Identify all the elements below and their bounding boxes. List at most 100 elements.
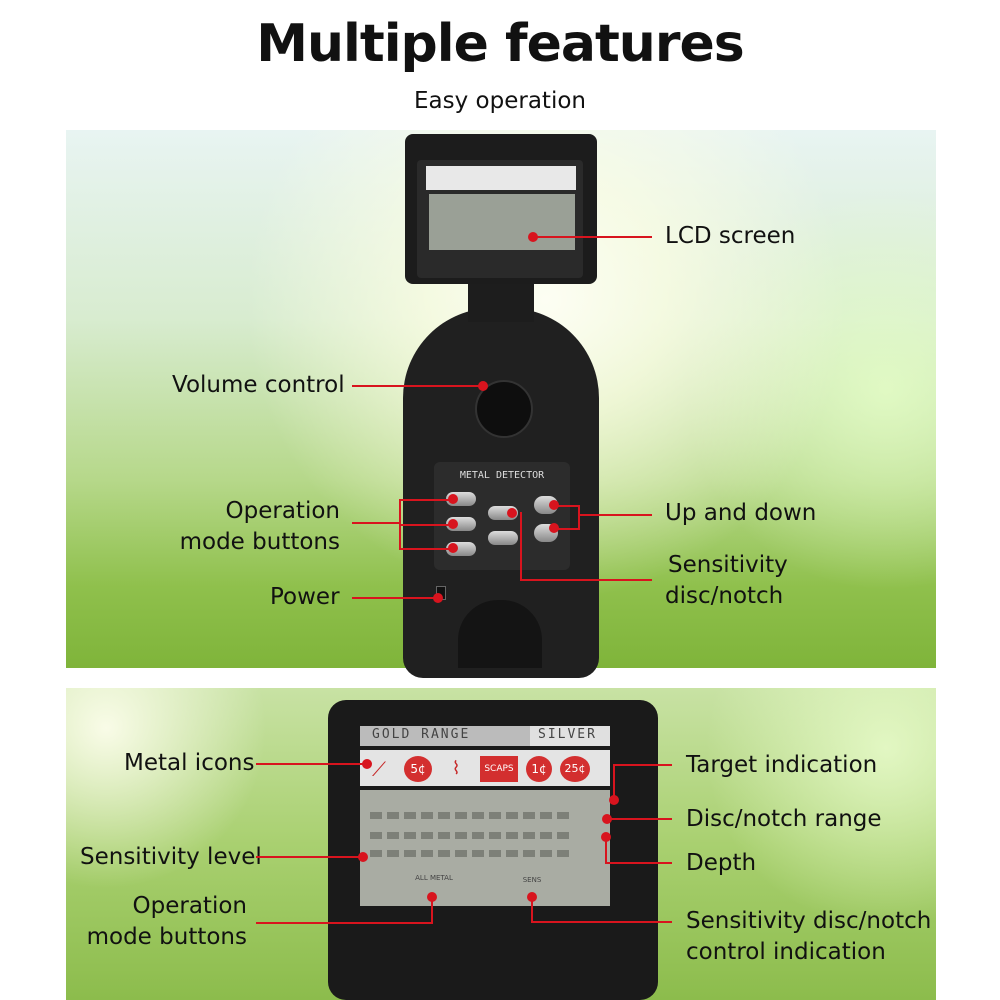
lcd-segment xyxy=(404,812,416,819)
lcd-segment xyxy=(506,812,518,819)
lcd-segment xyxy=(540,812,552,819)
label-disc-notch-range: Disc/notch range xyxy=(686,806,882,832)
lcd-segment xyxy=(506,850,518,857)
label-volume-control: Volume control xyxy=(172,372,345,398)
leader-sensitivity-vertical xyxy=(520,512,522,580)
label-target-indication: Target indication xyxy=(686,752,878,778)
lcd-segment xyxy=(455,832,467,839)
marker-target-indication xyxy=(609,795,619,805)
marker-sens-control xyxy=(527,892,537,902)
lcd-segment xyxy=(472,832,484,839)
label-bottom-operation-line2: mode buttons xyxy=(86,924,247,950)
lcd-segment xyxy=(421,850,433,857)
marker-sensitivity xyxy=(507,508,517,518)
sensitivity-button[interactable] xyxy=(488,531,518,545)
coin-1-icon: 1¢ xyxy=(526,756,552,782)
leader-power xyxy=(352,597,437,599)
leader-up-and-down xyxy=(580,514,652,516)
lcd-segment xyxy=(387,832,399,839)
lcd-segment xyxy=(404,832,416,839)
leader-target-vertical xyxy=(613,764,615,800)
sens-text: SENS xyxy=(522,876,542,884)
lcd-segment xyxy=(370,850,382,857)
leader-up-and-down-bracket xyxy=(578,505,580,529)
leader-depth xyxy=(606,862,672,864)
silver-box xyxy=(530,726,610,746)
leader-operation-mode-2 xyxy=(399,524,451,526)
marker-depth xyxy=(601,832,611,842)
label-depth: Depth xyxy=(686,850,757,876)
all-metal-text: ALL METAL xyxy=(415,874,453,882)
lcd-segment xyxy=(438,832,450,839)
page-title: Multiple features xyxy=(256,14,744,74)
marker-lcd-screen xyxy=(528,232,538,242)
lcd-segment xyxy=(455,850,467,857)
marker-mode-2 xyxy=(448,519,458,529)
leader-bottom-operation-vertical xyxy=(431,896,433,924)
marker-mode-3 xyxy=(448,543,458,553)
lcd-segment xyxy=(370,832,382,839)
marker-volume-control xyxy=(478,381,488,391)
lcd-segment xyxy=(489,850,501,857)
lcd-segment xyxy=(438,850,450,857)
label-bottom-operation-line1: Operation xyxy=(132,893,247,919)
scaps-icon: SCAPS xyxy=(480,756,518,782)
lcd-segment xyxy=(540,832,552,839)
lcd-segment xyxy=(557,832,569,839)
leader-depth-vertical xyxy=(605,836,607,864)
label-power: Power xyxy=(270,584,340,610)
marker-power xyxy=(433,593,443,603)
label-up-and-down: Up and down xyxy=(665,500,817,526)
marker-metal-icons xyxy=(362,759,372,769)
lcd-segment xyxy=(472,850,484,857)
coin-25-icon: 25¢ xyxy=(560,756,590,782)
lcd-closeup-screen xyxy=(360,790,610,906)
marker-sensitivity-level xyxy=(358,852,368,862)
label-metal-icons: Metal icons xyxy=(124,750,255,776)
coin-5-icon: 5¢ xyxy=(404,756,432,782)
label-sensitivity-level: Sensitivity level xyxy=(80,844,262,870)
lcd-segment xyxy=(540,850,552,857)
lcd-segment xyxy=(421,832,433,839)
leader-sensitivity xyxy=(520,579,652,581)
nail-icon: ⟋ xyxy=(372,757,386,781)
detector-neck xyxy=(468,282,534,322)
lcd-segment xyxy=(404,850,416,857)
lcd-segment xyxy=(472,812,484,819)
marker-bottom-operation xyxy=(427,892,437,902)
lcd-screen xyxy=(429,194,575,250)
leader-disc-notch-range xyxy=(606,818,672,820)
lcd-segment xyxy=(557,812,569,819)
marker-mode-1 xyxy=(448,494,458,504)
leader-down xyxy=(555,528,580,530)
label-operation-mode-line1: Operation xyxy=(225,498,340,524)
lcd-segment xyxy=(455,812,467,819)
leader-operation-mode-3 xyxy=(399,548,451,550)
page-subtitle: Easy operation xyxy=(414,88,586,114)
label-sens-control-line1: Sensitivity disc/notch xyxy=(686,908,932,934)
leader-metal-icons xyxy=(256,763,366,765)
leader-volume-control xyxy=(352,385,482,387)
marker-down xyxy=(549,523,559,533)
label-sens-control-line2: control indication xyxy=(686,939,886,965)
marker-disc-notch-range xyxy=(602,814,612,824)
lcd-segment xyxy=(387,850,399,857)
lcd-segment xyxy=(438,812,450,819)
lcd-segment xyxy=(489,812,501,819)
label-sensitivity-line2: disc/notch xyxy=(665,583,784,609)
leader-operation-mode xyxy=(352,522,400,524)
lcd-segment xyxy=(506,832,518,839)
lcd-segment xyxy=(370,812,382,819)
lcd-segment xyxy=(523,850,535,857)
detector-grip xyxy=(458,600,542,668)
marker-up xyxy=(549,500,559,510)
lcd-segment xyxy=(387,812,399,819)
control-plate-title: METAL DETECTOR xyxy=(459,470,545,481)
lcd-icon-strip xyxy=(426,166,576,190)
pull-tab-icon: ⌇ xyxy=(451,758,461,779)
leader-target-indication xyxy=(614,764,672,766)
gold-range-text: GOLD RANGE xyxy=(372,727,471,742)
leader-sensitivity-level xyxy=(256,856,362,858)
label-operation-mode-line2: mode buttons xyxy=(179,529,340,555)
leader-up xyxy=(555,505,580,507)
